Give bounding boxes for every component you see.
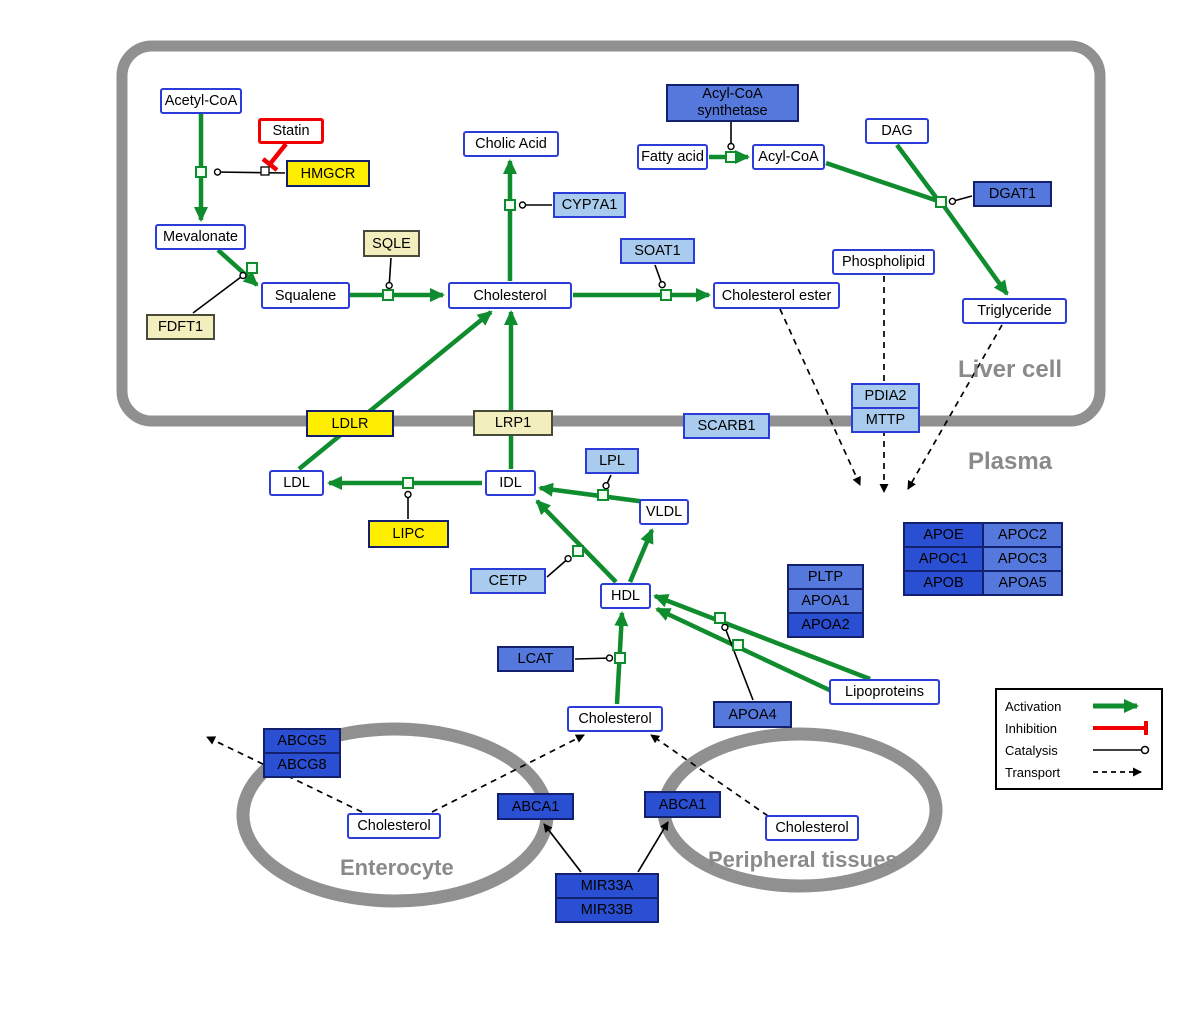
plasma-label: Plasma [968,448,1053,475]
node-cholesterol-liver[interactable]: Cholesterol [448,282,572,309]
node-lipc[interactable]: LIPC [368,520,449,548]
node-apoa4[interactable]: APOA4 [713,701,792,728]
legend-activation-row: Activation [1005,696,1153,716]
node-abca1-enterocyte[interactable]: ABCA1 [497,793,574,820]
node-abcg8[interactable]: ABCG8 [263,752,341,778]
legend-inhibition-label: Inhibition [1005,720,1058,736]
legend-transport-label: Transport [1005,764,1061,780]
node-lpl[interactable]: LPL [585,448,639,474]
acyl-coa-synthetase-line1: Acyl-CoA [702,86,763,102]
node-apoc1[interactable]: APOC1 [903,546,984,572]
node-triglyceride[interactable]: Triglyceride [962,298,1067,324]
node-mttp[interactable]: MTTP [851,407,920,433]
reaction-squares [195,151,947,664]
node-apoa5[interactable]: APOA5 [982,570,1063,596]
node-dgat1[interactable]: DGAT1 [973,181,1052,207]
node-cholic-acid[interactable]: Cholic Acid [463,131,559,157]
transport-edges [206,276,1003,817]
catalysis-circle-icon [1093,745,1150,755]
node-squalene[interactable]: Squalene [261,282,350,309]
node-apoc3[interactable]: APOC3 [982,546,1063,572]
liver-cell-label: Liver cell [958,356,1063,383]
enterocyte-label: Enterocyte [340,855,454,880]
node-statin[interactable]: Statin [258,118,324,144]
liver-cell-membrane [116,40,1106,427]
node-apoa2[interactable]: APOA2 [787,612,864,638]
node-apoc2[interactable]: APOC2 [982,522,1063,548]
node-dag[interactable]: DAG [865,118,929,144]
node-apoa1[interactable]: APOA1 [787,588,864,614]
legend-catalysis-label: Catalysis [1005,742,1058,758]
legend-catalysis-row: Catalysis [1005,740,1153,760]
node-acyl-coa[interactable]: Acyl-CoA [752,144,825,170]
inhibition-tbar-icon [1093,721,1148,735]
transport-dashed-arrow-icon [1093,767,1142,777]
activation-edges [194,113,1009,705]
legend-transport-row: Transport [1005,762,1153,782]
legend-activation-label: Activation [1005,698,1062,714]
node-acyl-coa-synthetase[interactable]: Acyl-CoA synthetase [666,84,799,122]
node-abcg5[interactable]: ABCG5 [263,728,341,754]
regulation-edges [543,821,669,873]
node-pltp[interactable]: PLTP [787,564,864,590]
node-vldl[interactable]: VLDL [639,499,689,525]
catalysis-edges [192,122,973,701]
node-lrp1[interactable]: LRP1 [473,410,553,436]
node-hmgcr[interactable]: HMGCR [286,160,370,187]
node-lcat[interactable]: LCAT [497,646,574,672]
activation-arrow-icon [1093,699,1139,713]
acyl-coa-synthetase-line2: synthetase [697,103,768,119]
node-cyp7a1[interactable]: CYP7A1 [553,192,626,218]
node-soat1[interactable]: SOAT1 [620,238,695,264]
legend-inhibition-row: Inhibition [1005,718,1153,738]
peripheral-tissues-label: Peripheral tissues [708,847,898,872]
node-cholesterol-plasma[interactable]: Cholesterol [567,706,663,732]
node-hdl[interactable]: HDL [600,583,651,609]
node-fatty-acid[interactable]: Fatty acid [637,144,708,170]
node-abca1-peripheral[interactable]: ABCA1 [644,791,721,818]
node-mevalonate[interactable]: Mevalonate [155,224,246,250]
node-sqle[interactable]: SQLE [363,230,420,257]
node-acetyl-coa[interactable]: Acetyl-CoA [160,88,242,114]
node-apob[interactable]: APOB [903,570,984,596]
node-ldlr[interactable]: LDLR [306,410,394,437]
node-lipoproteins[interactable]: Lipoproteins [829,679,940,705]
node-apoe[interactable]: APOE [903,522,984,548]
node-cholesterol-peripheral[interactable]: Cholesterol [765,815,859,841]
node-cholesterol-ester[interactable]: Cholesterol ester [713,282,840,309]
node-scarb1[interactable]: SCARB1 [683,413,770,439]
legend: Activation Inhibition Catalysis Transpor… [995,688,1163,790]
node-mir33a[interactable]: MIR33A [555,873,659,899]
node-fdft1[interactable]: FDFT1 [146,314,215,340]
inhibition-edge-statin [261,142,288,172]
node-cetp[interactable]: CETP [470,568,546,594]
catalysis-junction-square [260,166,270,176]
node-idl[interactable]: IDL [485,470,536,496]
node-ldl[interactable]: LDL [269,470,324,496]
node-pdia2[interactable]: PDIA2 [851,383,920,409]
node-phospholipid[interactable]: Phospholipid [832,249,935,275]
node-mir33b[interactable]: MIR33B [555,897,659,923]
node-cholesterol-enterocyte[interactable]: Cholesterol [347,813,441,839]
